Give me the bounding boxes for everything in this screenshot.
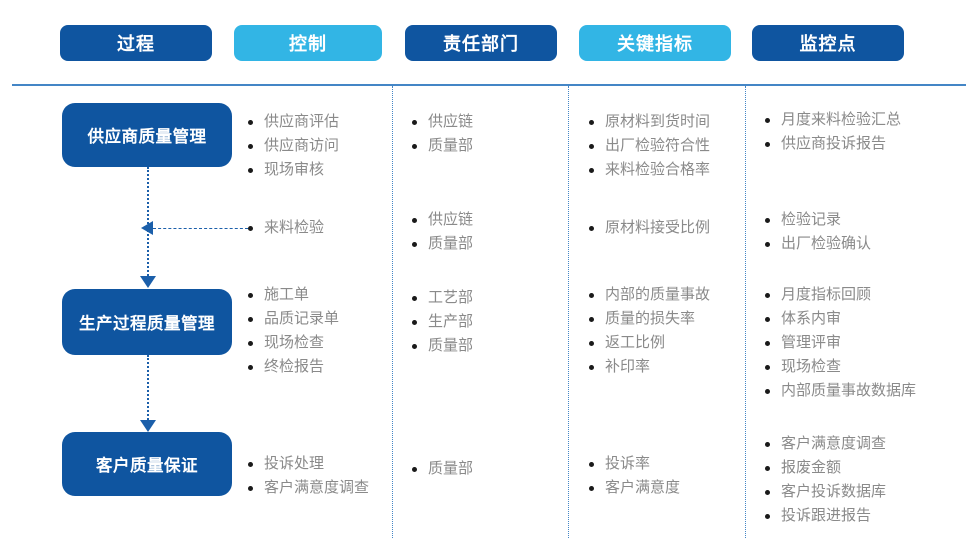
- department-list-row4: 质量部: [410, 457, 473, 481]
- monitor-list-row3: 月度指标回顾 体系内审 管理评审 现场检查 内部质量事故数据库: [763, 283, 916, 403]
- header-pill-department[interactable]: 责任部门: [405, 25, 557, 61]
- department-list-row2: 供应链 质量部: [410, 208, 473, 256]
- column-divider-3: [745, 86, 746, 538]
- list-item: 补印率: [587, 355, 710, 379]
- list-item: 客户投诉数据库: [763, 480, 886, 504]
- list-item: 内部的质量事故: [587, 283, 710, 307]
- list-item: 检验记录: [763, 208, 871, 232]
- list-item: 出厂检验符合性: [587, 134, 710, 158]
- list-item: 来料检验: [246, 216, 324, 240]
- connector-line-2: [147, 355, 149, 423]
- list-item: 客户满意度: [587, 476, 680, 500]
- list-item: 生产部: [410, 310, 473, 334]
- control-list-row3: 施工单 品质记录单 现场检查 终检报告: [246, 283, 339, 379]
- kpi-list-row3: 内部的质量事故 质量的损失率 返工比例 补印率: [587, 283, 710, 379]
- monitor-list-row2: 检验记录 出厂检验确认: [763, 208, 871, 256]
- monitor-list-row1: 月度来料检验汇总 供应商投诉报告: [763, 108, 901, 156]
- kpi-list-row2: 原材料接受比例: [587, 216, 710, 240]
- control-list-row2: 来料检验: [246, 216, 324, 240]
- list-item: 工艺部: [410, 286, 473, 310]
- header-pill-monitor[interactable]: 监控点: [752, 25, 904, 61]
- kpi-list-row1: 原材料到货时间 出厂检验符合性 来料检验合格率: [587, 110, 710, 182]
- list-item: 返工比例: [587, 331, 710, 355]
- list-item: 供应商访问: [246, 134, 339, 158]
- list-item: 月度来料检验汇总: [763, 108, 901, 132]
- list-item: 投诉跟进报告: [763, 504, 886, 528]
- list-item: 品质记录单: [246, 307, 339, 331]
- column-divider-1: [392, 86, 393, 538]
- list-item: 施工单: [246, 283, 339, 307]
- list-item: 供应链: [410, 110, 473, 134]
- control-list-row4: 投诉处理 客户满意度调查: [246, 452, 369, 500]
- column-divider-2: [568, 86, 569, 538]
- list-item: 内部质量事故数据库: [763, 379, 916, 403]
- list-item: 体系内审: [763, 307, 916, 331]
- list-item: 投诉率: [587, 452, 680, 476]
- feedback-connector-line: [153, 228, 248, 229]
- process-box-customer-quality[interactable]: 客户质量保证: [62, 432, 232, 496]
- department-list-row1: 供应链 质量部: [410, 110, 473, 158]
- header-pill-process[interactable]: 过程: [60, 25, 212, 61]
- list-item: 出厂检验确认: [763, 232, 871, 256]
- monitor-list-row4: 客户满意度调查 报废金额 客户投诉数据库 投诉跟进报告: [763, 432, 886, 528]
- process-box-production-quality[interactable]: 生产过程质量管理: [62, 289, 232, 355]
- list-item: 供应商投诉报告: [763, 132, 901, 156]
- header-pill-kpi[interactable]: 关键指标: [579, 25, 731, 61]
- list-item: 投诉处理: [246, 452, 369, 476]
- arrow-down-icon-1: [140, 276, 156, 288]
- list-item: 现场审核: [246, 158, 339, 182]
- list-item: 原材料到货时间: [587, 110, 710, 134]
- list-item: 报废金额: [763, 456, 886, 480]
- header-row: 过程 控制 责任部门 关键指标 监控点: [0, 0, 978, 72]
- list-item: 质量部: [410, 457, 473, 481]
- list-item: 来料检验合格率: [587, 158, 710, 182]
- list-item: 现场检查: [246, 331, 339, 355]
- list-item: 现场检查: [763, 355, 916, 379]
- list-item: 月度指标回顾: [763, 283, 916, 307]
- header-divider-line: [12, 84, 966, 86]
- process-box-supplier-quality[interactable]: 供应商质量管理: [62, 103, 232, 167]
- control-list-row1: 供应商评估 供应商访问 现场审核: [246, 110, 339, 182]
- list-item: 客户满意度调查: [763, 432, 886, 456]
- list-item: 质量部: [410, 134, 473, 158]
- list-item: 质量部: [410, 334, 473, 358]
- arrow-left-icon: [141, 221, 153, 235]
- header-pill-control[interactable]: 控制: [234, 25, 382, 61]
- list-item: 供应链: [410, 208, 473, 232]
- arrow-down-icon-2: [140, 420, 156, 432]
- list-item: 原材料接受比例: [587, 216, 710, 240]
- list-item: 客户满意度调查: [246, 476, 369, 500]
- list-item: 质量的损失率: [587, 307, 710, 331]
- kpi-list-row4: 投诉率 客户满意度: [587, 452, 680, 500]
- department-list-row3: 工艺部 生产部 质量部: [410, 286, 473, 358]
- list-item: 质量部: [410, 232, 473, 256]
- list-item: 终检报告: [246, 355, 339, 379]
- list-item: 供应商评估: [246, 110, 339, 134]
- list-item: 管理评审: [763, 331, 916, 355]
